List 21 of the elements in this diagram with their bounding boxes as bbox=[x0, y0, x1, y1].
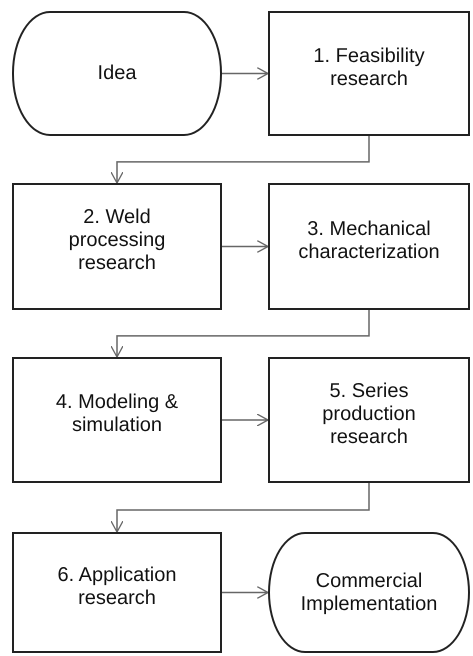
process-box bbox=[12, 532, 222, 653]
arrow bbox=[222, 240, 269, 254]
arrow bbox=[110, 310, 370, 358]
node-label: 3. Mechanical characterization bbox=[297, 218, 441, 264]
process-box bbox=[268, 183, 470, 310]
arrow bbox=[110, 483, 370, 533]
node-label: Commercial Implementation bbox=[300, 570, 438, 616]
arrow bbox=[222, 586, 269, 600]
node-label: 1. Feasibility research bbox=[312, 44, 426, 90]
process-box bbox=[268, 357, 470, 483]
arrow bbox=[222, 66, 269, 80]
node-label: 6. Application research bbox=[56, 564, 178, 610]
arrow bbox=[222, 413, 269, 427]
node-label: 4. Modeling & simulation bbox=[54, 391, 180, 437]
node-label: 5. Series production research bbox=[321, 380, 417, 448]
node-label: 2. Weld processing research bbox=[68, 206, 166, 275]
node-label: Idea bbox=[98, 62, 136, 85]
process-box bbox=[12, 183, 222, 310]
arrow bbox=[110, 136, 370, 184]
process-box bbox=[268, 11, 470, 136]
process-box bbox=[12, 357, 222, 483]
